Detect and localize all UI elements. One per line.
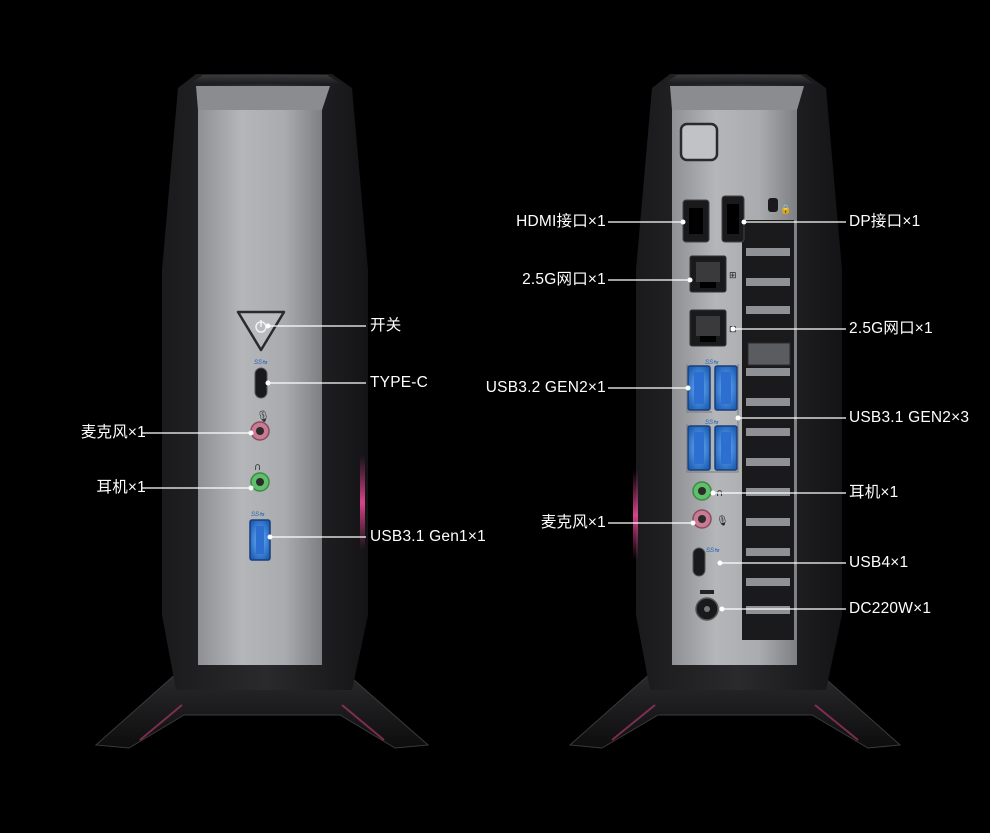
label-rear-lan-1: 2.5G网口×1 [522,271,606,288]
label-rear-usb31: USB3.1 GEN2×3 [849,409,970,426]
front-unit: SS⇆ 🎙 ∩ SS⇆ [94,74,430,749]
usb4-port [692,547,706,577]
label-front-type-c: TYPE-C [370,374,429,391]
svg-text:SS⇆: SS⇆ [254,359,268,366]
lock-icon: 🔒 [780,204,791,215]
rear-unit: 🔒 ⊞ ⊞ SS⇆ SS⇆ ∩ 🎙 SS⇆ [568,74,902,749]
label-front-usb-a: USB3.1 Gen1×1 [370,528,486,545]
power-button [236,310,286,352]
label-rear-usb32: USB3.2 GEN2×1 [485,379,606,396]
label-rear-headphone: 耳机×1 [849,484,899,501]
svg-text:🎙: 🎙 [716,515,729,527]
label-rear-dc: DC220W×1 [849,600,932,617]
label-front-headphone: 耳机×1 [96,479,146,496]
label-rear-mic: 麦克风×1 [540,514,606,531]
rear-square-button [679,122,719,162]
lock-slot [768,198,778,212]
svg-text:SS⇆: SS⇆ [705,359,719,366]
label-rear-hdmi: HDMI接口×1 [516,213,606,230]
svg-text:SS⇆: SS⇆ [706,547,720,554]
network-icon: ⊞ [729,271,737,281]
label-front-power: 开关 [370,317,402,334]
svg-text:SS⇆: SS⇆ [251,511,265,518]
label-rear-usb4: USB4×1 [849,554,909,571]
label-rear-dp: DP接口×1 [849,213,921,230]
headphone-icon: ∩ [254,462,261,473]
label-rear-lan-2: 2.5G网口×1 [849,320,933,337]
label-front-mic: 麦克风×1 [80,424,146,441]
front-type-c-port [254,367,268,399]
svg-text:SS⇆: SS⇆ [705,419,719,426]
mic-icon: 🎙 [256,410,270,423]
